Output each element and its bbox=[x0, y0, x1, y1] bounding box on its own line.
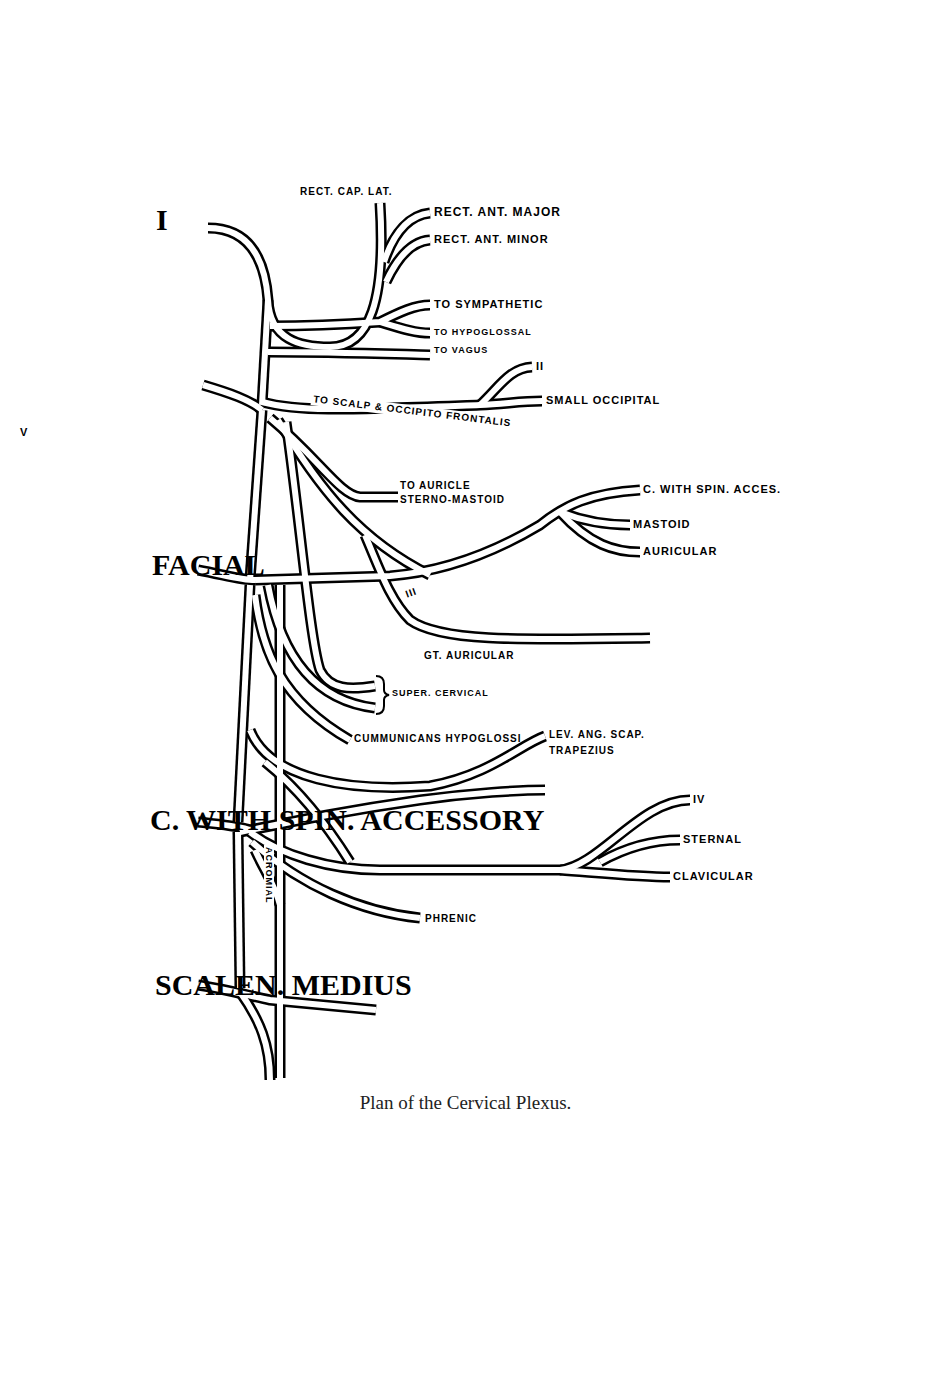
nerve-label: II bbox=[536, 360, 544, 373]
nerve-label: TO SCALP & OCCIPITO FRONTALIS bbox=[311, 393, 514, 429]
nerve-label: SUPER. CERVICAL bbox=[392, 688, 489, 698]
nerve-label: LEV. ANG. SCAP. bbox=[549, 729, 645, 741]
nerve-label: III bbox=[402, 585, 420, 601]
nerve-number: C. WITH SPIN. ACCESSORY bbox=[150, 803, 544, 838]
bracket bbox=[376, 676, 389, 714]
nerve-label: STERNAL bbox=[683, 833, 742, 846]
nerve-label: TO HYPOGLOSSAL bbox=[434, 327, 532, 337]
nerve-label: CUMMUNICANS HYPOGLOSSI bbox=[354, 733, 522, 745]
nerve-label: CLAVICULAR bbox=[673, 870, 754, 883]
nerve-label: RECT. ANT. MINOR bbox=[434, 233, 549, 246]
nerve-label: TO AURICLE bbox=[400, 480, 471, 492]
nerve-label: MASTOID bbox=[633, 518, 691, 531]
nerve-number: FACIAL bbox=[152, 548, 265, 583]
nerve-label: TRAPEZIUS bbox=[549, 745, 615, 757]
nerve-label: RECT. ANT. MAJOR bbox=[434, 206, 561, 220]
nerve-number: SCALEN. MEDIUS bbox=[155, 968, 412, 1003]
nerve-label: TO VAGUS bbox=[434, 345, 488, 355]
nerve-label: STERNO-MASTOID bbox=[400, 494, 505, 506]
nerve-label: GT. AURICULAR bbox=[424, 650, 514, 662]
nerve-label: AURICULAR bbox=[643, 545, 717, 558]
nerve-label: ACROMIAL bbox=[264, 845, 274, 906]
nerve-label: C. WITH SPIN. ACCES. bbox=[643, 483, 781, 496]
nerve-label: IV bbox=[693, 793, 705, 806]
nerve-label: RECT. CAP. LAT. bbox=[300, 186, 392, 198]
nerve-label: V bbox=[20, 426, 28, 439]
caption: Plan of the Cervical Plexus. bbox=[0, 1092, 931, 1114]
nerve-label: TO SYMPATHETIC bbox=[434, 298, 543, 311]
nerve-number: I bbox=[156, 203, 168, 238]
nerve-label: SMALL OCCIPITAL bbox=[546, 394, 660, 407]
nerve-label: PHRENIC bbox=[425, 913, 477, 925]
